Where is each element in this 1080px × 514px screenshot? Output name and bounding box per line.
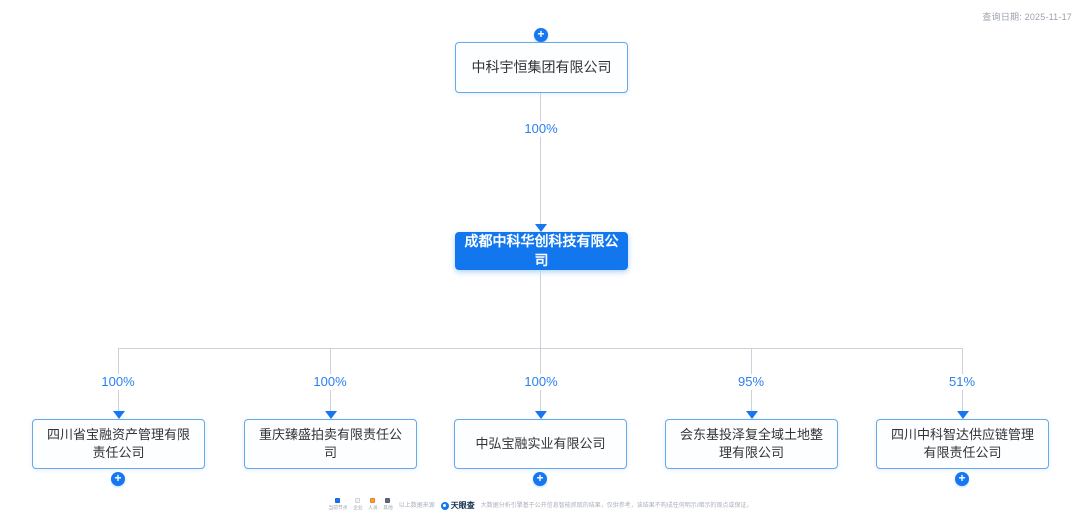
arrow-down-icon xyxy=(746,411,758,419)
company-node-child-5[interactable]: 四川中科智达供应链管理有限责任公司 xyxy=(876,419,1049,469)
legend-item: 人员 xyxy=(368,498,378,511)
tianyancha-logo-text: 天眼查 xyxy=(450,501,475,510)
connector-center-stem xyxy=(540,270,541,348)
arrow-down-icon xyxy=(325,411,337,419)
company-node-root[interactable]: 中科宇恒集团有限公司 xyxy=(455,42,628,93)
tianyancha-logo-icon xyxy=(440,501,449,510)
ownership-percent-label: 100% xyxy=(309,374,351,390)
legend-item: 其他 xyxy=(383,498,393,511)
legend-label: 其他 xyxy=(382,505,393,511)
legend-swatch xyxy=(335,498,341,503)
ownership-percent-label: 95% xyxy=(733,374,769,390)
company-name: 成都中科华创科技有限公司 xyxy=(464,233,619,268)
legend-item: 企业 xyxy=(353,498,363,511)
company-name: 四川省宝融资产管理有限责任公司 xyxy=(46,427,190,460)
legend-label: 人员 xyxy=(367,505,378,511)
footer-prefix: 以上数据来源 xyxy=(398,503,435,509)
company-node-child-3[interactable]: 中弘宝融实业有限公司 xyxy=(454,419,627,469)
footer-watermark: 当前节点 企业 人员 其他 以上数据来源 天眼查 大数据分析引擎基于公开信息智能… xyxy=(0,498,1080,511)
legend-label: 当前节点 xyxy=(328,505,348,511)
arrow-down-icon xyxy=(535,224,547,232)
connector-root-center xyxy=(540,93,541,225)
company-name: 重庆臻盛拍卖有限责任公司 xyxy=(258,427,402,460)
ownership-percent-label: 51% xyxy=(944,374,980,390)
tianyancha-brand: 天眼查 xyxy=(440,500,475,511)
ownership-percent-label: 100% xyxy=(520,121,562,137)
company-name: 四川中科智达供应链管理有限责任公司 xyxy=(890,427,1034,460)
query-date: 查询日期: 2025-11-17 xyxy=(982,12,1072,22)
expand-plus-icon[interactable]: + xyxy=(534,28,548,42)
company-name: 会东基投泽复全域土地整理有限公司 xyxy=(679,427,823,460)
expand-plus-icon[interactable]: + xyxy=(533,472,547,486)
legend-swatch xyxy=(385,498,391,503)
arrow-down-icon xyxy=(535,411,547,419)
ownership-percent-label: 100% xyxy=(520,374,562,390)
company-node-child-1[interactable]: 四川省宝融资产管理有限责任公司 xyxy=(32,419,205,469)
company-name: 中科宇恒集团有限公司 xyxy=(471,59,612,76)
node-type-legend: 当前节点 企业 人员 其他 xyxy=(328,498,393,511)
legend-label: 企业 xyxy=(352,505,363,511)
company-name: 中弘宝融实业有限公司 xyxy=(475,436,606,452)
company-node-child-2[interactable]: 重庆臻盛拍卖有限责任公司 xyxy=(244,419,417,469)
arrow-down-icon xyxy=(113,411,125,419)
ownership-percent-label: 100% xyxy=(97,374,139,390)
expand-plus-icon[interactable]: + xyxy=(111,472,125,486)
legend-swatch xyxy=(370,498,376,503)
legend-item: 当前节点 xyxy=(328,498,348,511)
footer-disclaimer: 大数据分析引擎基于公开信息智能抓取的结果，仅供参考，该结果不构成任何明示/暗示的… xyxy=(480,503,753,509)
company-node-current[interactable]: 成都中科华创科技有限公司 xyxy=(455,232,628,270)
legend-swatch xyxy=(355,498,361,503)
expand-plus-icon[interactable]: + xyxy=(955,472,969,486)
arrow-down-icon xyxy=(957,411,969,419)
company-node-child-4[interactable]: 会东基投泽复全域土地整理有限公司 xyxy=(665,419,838,469)
